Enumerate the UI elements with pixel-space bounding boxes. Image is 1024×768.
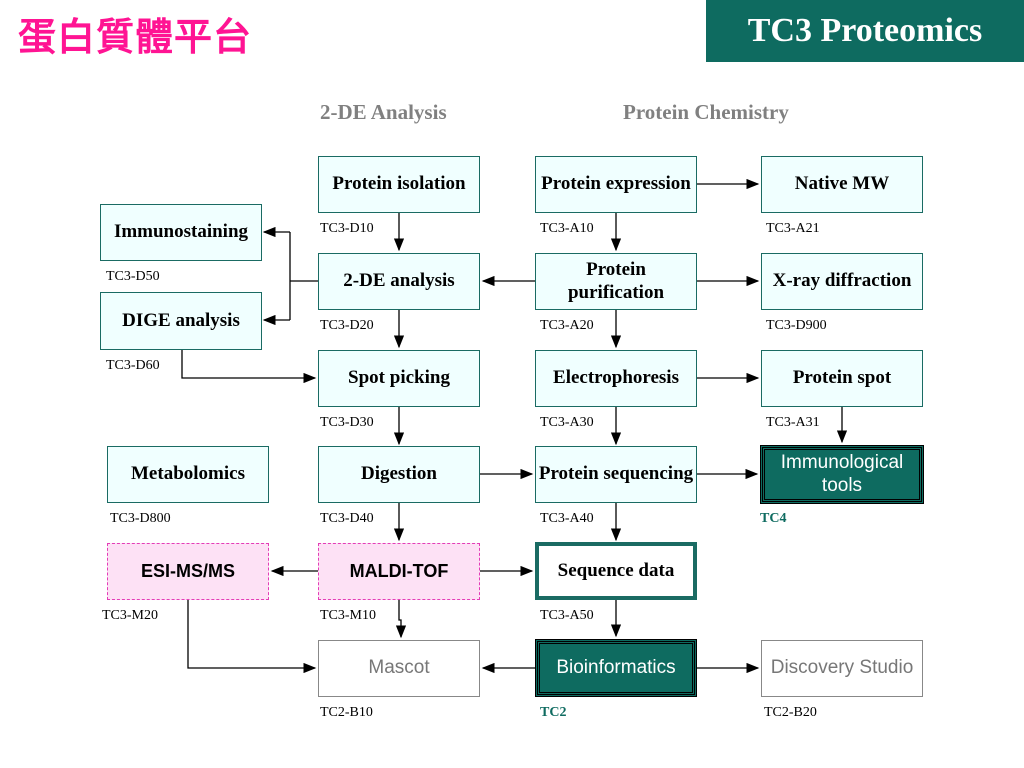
dige-analysis-box: DIGE analysis bbox=[100, 292, 262, 350]
code-d40: TC3-D40 bbox=[320, 511, 374, 526]
code-m20: TC3-M20 bbox=[102, 608, 158, 623]
code-a40: TC3-A40 bbox=[540, 511, 594, 526]
code-tc2: TC2 bbox=[540, 705, 567, 720]
column-heading-protein-chemistry: Protein Chemistry bbox=[623, 100, 789, 124]
code-d50: TC3-D50 bbox=[106, 269, 160, 284]
protein-purification-box: Protein purification bbox=[535, 253, 697, 310]
code-d20: TC3-D20 bbox=[320, 318, 374, 333]
spot-picking-box: Spot picking bbox=[318, 350, 480, 407]
immunological-tools-box: Immunological tools bbox=[760, 445, 924, 504]
2de-analysis-box: 2-DE analysis bbox=[318, 253, 480, 310]
sequence-data-box: Sequence data bbox=[535, 542, 697, 600]
metabolomics-box: Metabolomics bbox=[107, 446, 269, 503]
code-a31: TC3-A31 bbox=[766, 415, 820, 430]
title-banner: TC3 Proteomics bbox=[706, 0, 1024, 62]
discovery-studio-box: Discovery Studio bbox=[761, 640, 923, 697]
esi-ms-ms-box: ESI-MS/MS bbox=[107, 543, 269, 600]
protein-isolation-box: Protein isolation bbox=[318, 156, 480, 213]
maldi-tof-box: MALDI-TOF bbox=[318, 543, 480, 600]
code-a50: TC3-A50 bbox=[540, 608, 594, 623]
protein-spot-box: Protein spot bbox=[761, 350, 923, 407]
code-m10: TC3-M10 bbox=[320, 608, 376, 623]
code-b10: TC2-B10 bbox=[320, 705, 373, 720]
xray-diffraction-box: X-ray diffraction bbox=[761, 253, 923, 310]
mascot-box: Mascot bbox=[318, 640, 480, 697]
page-title: 蛋白質體平台 bbox=[18, 14, 253, 59]
bioinformatics-box: Bioinformatics bbox=[535, 639, 697, 697]
code-d900: TC3-D900 bbox=[766, 318, 827, 333]
code-a21: TC3-A21 bbox=[766, 221, 820, 236]
protein-sequencing-box: Protein sequencing bbox=[535, 446, 697, 503]
digestion-box: Digestion bbox=[318, 446, 480, 503]
code-a30: TC3-A30 bbox=[540, 415, 594, 430]
code-d60: TC3-D60 bbox=[106, 358, 160, 373]
code-d800: TC3-D800 bbox=[110, 511, 171, 526]
code-a10: TC3-A10 bbox=[540, 221, 594, 236]
code-b20: TC2-B20 bbox=[764, 705, 817, 720]
column-heading-2de: 2-DE Analysis bbox=[320, 100, 447, 124]
immunostaining-box: Immunostaining bbox=[100, 204, 262, 261]
code-tc4: TC4 bbox=[760, 511, 787, 526]
code-d30: TC3-D30 bbox=[320, 415, 374, 430]
code-d10: TC3-D10 bbox=[320, 221, 374, 236]
electrophoresis-box: Electrophoresis bbox=[535, 350, 697, 407]
protein-expression-box: Protein expression bbox=[535, 156, 697, 213]
code-a20: TC3-A20 bbox=[540, 318, 594, 333]
native-mw-box: Native MW bbox=[761, 156, 923, 213]
